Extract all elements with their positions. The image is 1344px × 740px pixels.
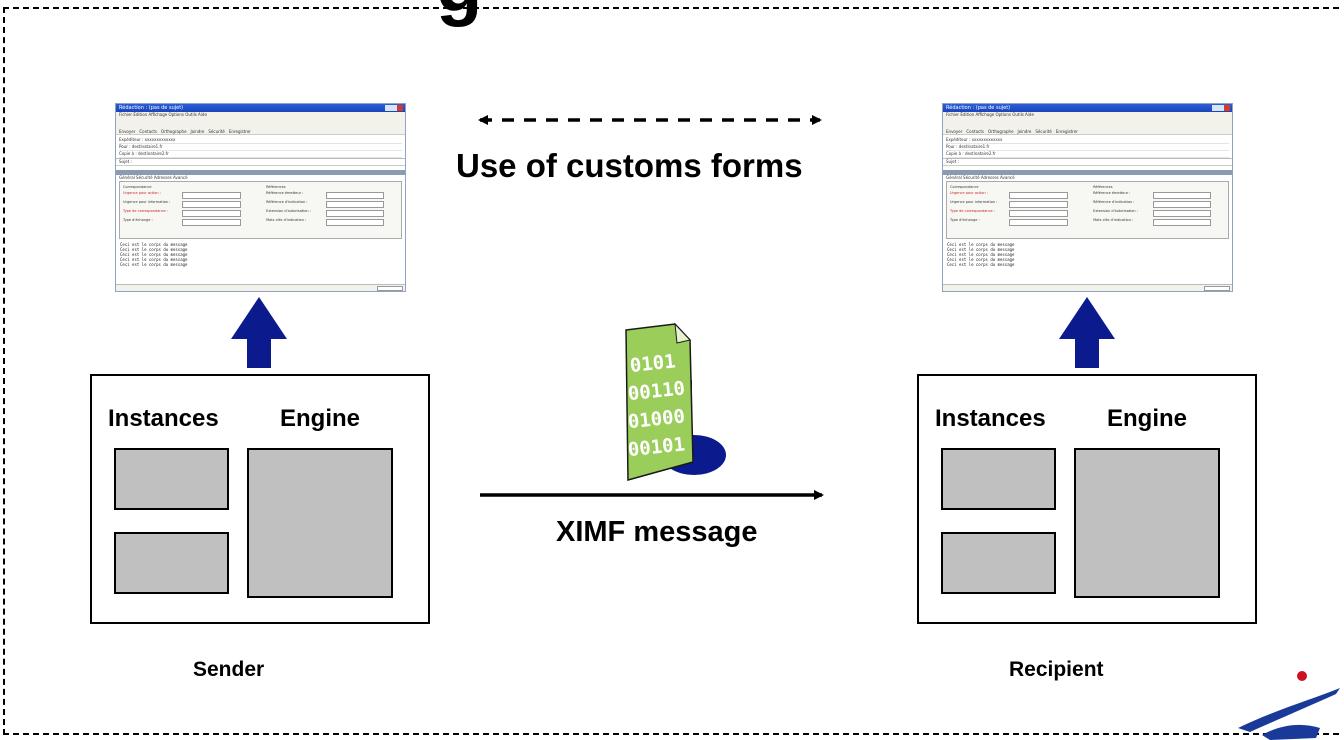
instance-box [114,448,229,510]
instance-box [114,532,229,594]
instance-box [941,532,1056,594]
menu-bar: Fichier Édition Affichage Options Outils… [116,112,405,118]
status-bar [943,284,1232,291]
sender-caption: Sender [193,658,265,681]
form-tabs: Général Sécurité Adresses Avancé [946,175,1015,180]
engine-label: Engine [1107,405,1188,432]
message-label: XIMF message [556,516,758,548]
recipient-form-screenshot: Rédaction : (pas de sujet) Fichier Éditi… [942,103,1233,292]
slide-title-fragment: g [436,0,482,24]
message-file-icon: 0101 00110 01000 00101 [625,322,726,481]
custom-form: Correspondance Urgence pour action : Urg… [119,181,402,239]
engine-box [1074,448,1220,598]
engine-label: Engine [280,405,361,432]
panel-bar [116,170,405,175]
corner-logo [1238,671,1340,740]
window-titlebar: Rédaction : (pas de sujet) [116,104,405,112]
subject-row: Sujet : [116,159,405,166]
instance-box [941,448,1056,510]
custom-form: Correspondance Urgence pour action : Urg… [946,181,1229,239]
window-titlebar: Rédaction : (pas de sujet) [943,104,1232,112]
sender-form-screenshot: Rédaction : (pas de sujet) Fichier Éditi… [115,103,406,292]
sender-up-arrow [231,297,287,368]
status-bar [116,284,405,291]
recipient-up-arrow [1059,297,1115,368]
menu-bar: Fichier Édition Affichage Options Outils… [943,112,1232,118]
svg-text:0101: 0101 [629,350,677,377]
panel-bar [943,170,1232,175]
customs-forms-label: Use of customs forms [456,147,803,184]
recipient-caption: Recipient [1009,658,1104,681]
form-tabs: Général Sécurité Adresses Avancé [119,175,188,180]
dashed-frame [3,7,1339,735]
recipient-node: Instances Engine [917,374,1257,624]
sender-node: Instances Engine [90,374,430,624]
subject-row: Sujet : [943,159,1232,166]
instances-label: Instances [108,405,219,432]
instances-label: Instances [935,405,1046,432]
engine-box [247,448,393,598]
